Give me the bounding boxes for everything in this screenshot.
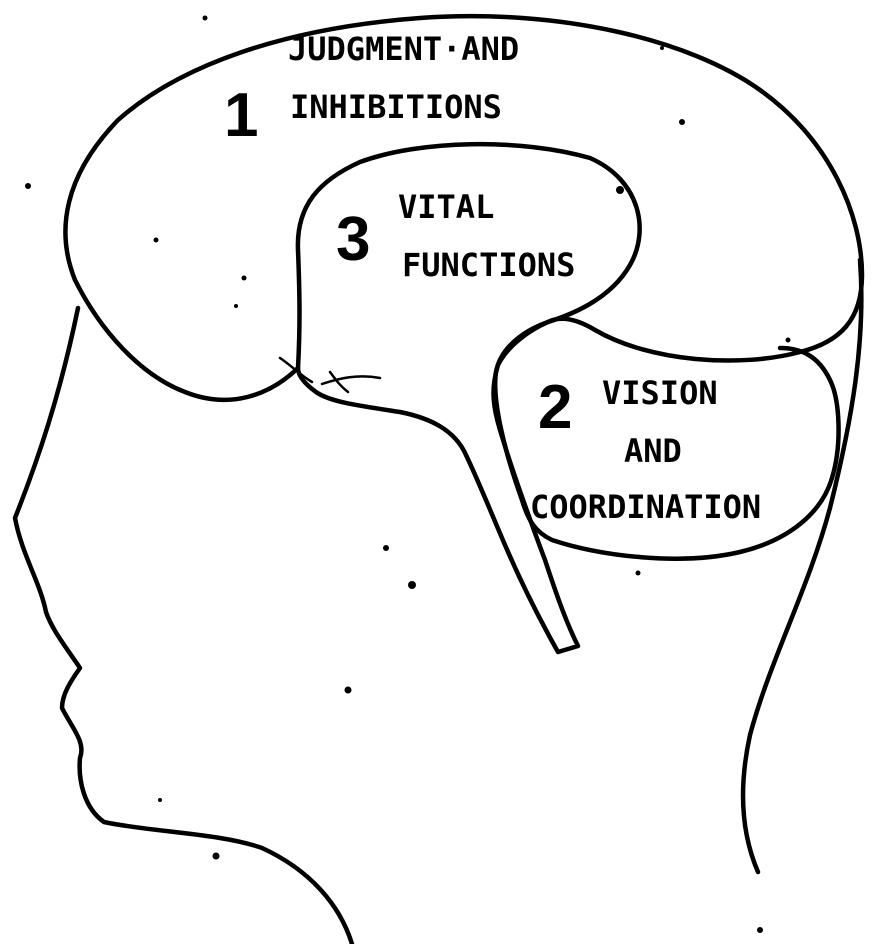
speck (660, 46, 664, 50)
speck (679, 119, 685, 125)
region-1-number: 1 (224, 81, 258, 150)
speck (383, 545, 389, 551)
region-2-line-3: COORDINATION (530, 488, 761, 526)
speck (616, 186, 624, 194)
region-3-label: 3 VITAL FUNCTIONS (336, 188, 575, 284)
region-2-number: 2 (538, 373, 572, 442)
speck (158, 798, 162, 802)
speck (203, 16, 208, 21)
junction-scribble (280, 358, 380, 392)
region-3-number: 3 (336, 205, 370, 274)
region-3-line-1: VITAL (398, 188, 494, 226)
region-2-label: 2 VISION AND COORDINATION (530, 373, 761, 526)
region-1-label: 1 JUDGMENT·AND INHIBITIONS (224, 30, 519, 150)
speck (234, 304, 238, 308)
region-1-line-1: JUDGMENT·AND (288, 30, 519, 68)
region-2-line-2: AND (624, 432, 682, 470)
speck (213, 853, 220, 860)
speck (345, 687, 352, 694)
speck (757, 927, 763, 933)
region-2-line-1: VISION (602, 374, 718, 412)
region-1-line-2: INHIBITIONS (290, 88, 502, 126)
speck (242, 276, 247, 281)
head-profile-outline (15, 308, 352, 944)
speck (786, 338, 791, 343)
speck (25, 183, 31, 189)
speck (636, 571, 641, 576)
speck (408, 581, 416, 589)
speck (154, 238, 159, 243)
region-3-line-2: FUNCTIONS (402, 246, 575, 284)
